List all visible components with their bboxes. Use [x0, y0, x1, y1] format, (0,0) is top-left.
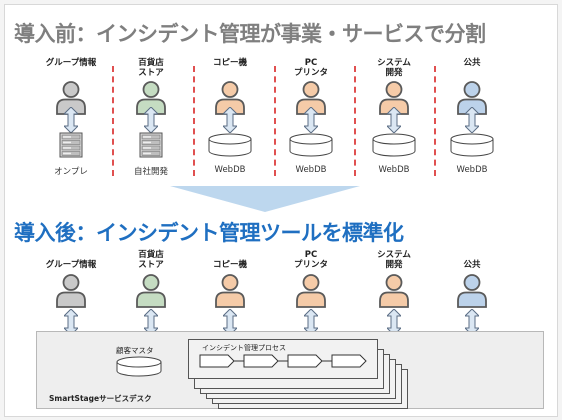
column-label: コピー機 [212, 260, 247, 270]
person-icon [136, 274, 166, 308]
bidirectional-arrow-icon [465, 309, 479, 335]
bidirectional-arrow-icon [223, 309, 237, 335]
person-icon [56, 274, 86, 308]
platform-label: SmartStageサービスデスク [49, 394, 152, 403]
column-label: 百貨店 ストア [138, 58, 164, 78]
column-label: 公共 [463, 58, 481, 68]
bidirectional-arrow-icon [64, 107, 78, 133]
system-label: 自社開発 [133, 167, 168, 177]
system-label: WebDB [295, 165, 327, 175]
chevron-step-icon [331, 354, 367, 368]
database-icon [450, 133, 494, 157]
column-label: PC プリンタ [293, 58, 328, 78]
process-flow [199, 354, 367, 368]
bidirectional-arrow-icon [144, 107, 158, 133]
column-separator [193, 66, 195, 176]
column-label: 公共 [463, 260, 481, 270]
database-icon [208, 133, 252, 157]
bidirectional-arrow-icon [64, 309, 78, 335]
process-title: インシデント管理プロセス [202, 344, 286, 352]
before-title: 導入前：インシデント管理が事業・サービスで分割 [14, 22, 486, 46]
column-label: グループ情報 [45, 260, 97, 270]
chevron-step-icon [287, 354, 323, 368]
person-icon [296, 274, 326, 308]
column-label: PC プリンタ [293, 250, 328, 270]
system-label: WebDB [456, 165, 488, 175]
chevron-step-icon [199, 354, 235, 368]
system-label: WebDB [214, 165, 246, 175]
system-label: オンプレ [54, 167, 88, 177]
person-icon [457, 274, 487, 308]
column-separator [434, 66, 436, 176]
column-separator [112, 66, 114, 176]
column-separator [274, 66, 276, 176]
bidirectional-arrow-icon [465, 107, 479, 133]
person-icon [215, 274, 245, 308]
column-label: グループ情報 [45, 58, 97, 68]
chevron-step-icon [243, 354, 279, 368]
server-icon [139, 132, 163, 158]
bidirectional-arrow-icon [304, 107, 318, 133]
column-separator [354, 66, 356, 176]
database-icon [116, 356, 162, 377]
system-label: WebDB [378, 165, 410, 175]
bidirectional-arrow-icon [387, 309, 401, 335]
person-icon [379, 274, 409, 308]
down-arrow-icon [170, 186, 360, 212]
bidirectional-arrow-icon [223, 107, 237, 133]
column-label: 百貨店 ストア [138, 250, 164, 270]
column-label: システム 開発 [377, 58, 411, 78]
bidirectional-arrow-icon [304, 309, 318, 335]
database-icon [289, 133, 333, 157]
customer-master-label: 顧客マスタ [116, 346, 154, 355]
bidirectional-arrow-icon [144, 309, 158, 335]
column-label: システム 開発 [377, 250, 411, 270]
database-icon [372, 133, 416, 157]
column-label: コピー機 [212, 58, 247, 68]
after-title: 導入後：インシデント管理ツールを標準化 [14, 221, 404, 245]
bidirectional-arrow-icon [387, 107, 401, 133]
server-icon [59, 132, 83, 158]
